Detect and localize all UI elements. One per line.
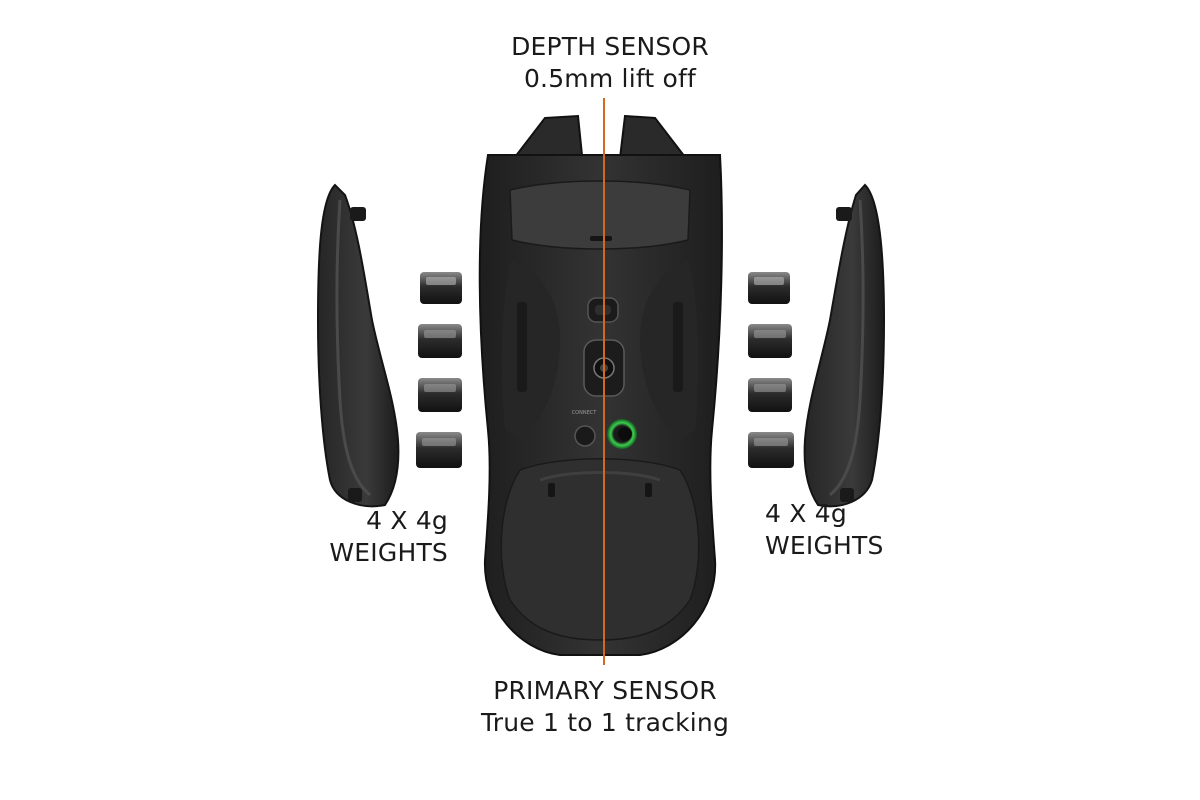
primary-sensor-title: PRIMARY SENSOR <box>493 676 717 705</box>
weights-right-count: 4 X 4g <box>765 499 847 528</box>
left-weights <box>416 272 462 468</box>
right-weights <box>748 272 794 468</box>
depth-sensor-detail: 0.5mm lift off <box>523 64 697 93</box>
weight-block <box>748 432 794 468</box>
depth-sensor-label: DEPTH SENSOR 0.5mm lift off <box>420 31 800 95</box>
weight-block <box>418 324 462 358</box>
weight-block <box>748 378 792 412</box>
weight-block <box>416 432 462 468</box>
primary-sensor-detail: True 1 to 1 tracking <box>480 708 730 737</box>
weight-block <box>748 324 792 358</box>
weights-left-label: 4 X 4g WEIGHTS <box>250 505 448 569</box>
weight-block <box>418 378 462 412</box>
right-side-panel <box>803 183 886 508</box>
weights-right-name: WEIGHTS <box>765 531 884 560</box>
mouse-body <box>478 114 723 656</box>
primary-sensor-label: PRIMARY SENSOR True 1 to 1 tracking <box>405 675 805 739</box>
weights-left-name: WEIGHTS <box>329 538 448 567</box>
weight-block <box>420 272 462 304</box>
weights-right-label: 4 X 4g WEIGHTS <box>765 498 985 562</box>
depth-sensor-title: DEPTH SENSOR <box>511 32 709 61</box>
left-side-panel <box>316 183 400 508</box>
weights-left-count: 4 X 4g <box>366 506 448 535</box>
weight-block <box>748 272 790 304</box>
